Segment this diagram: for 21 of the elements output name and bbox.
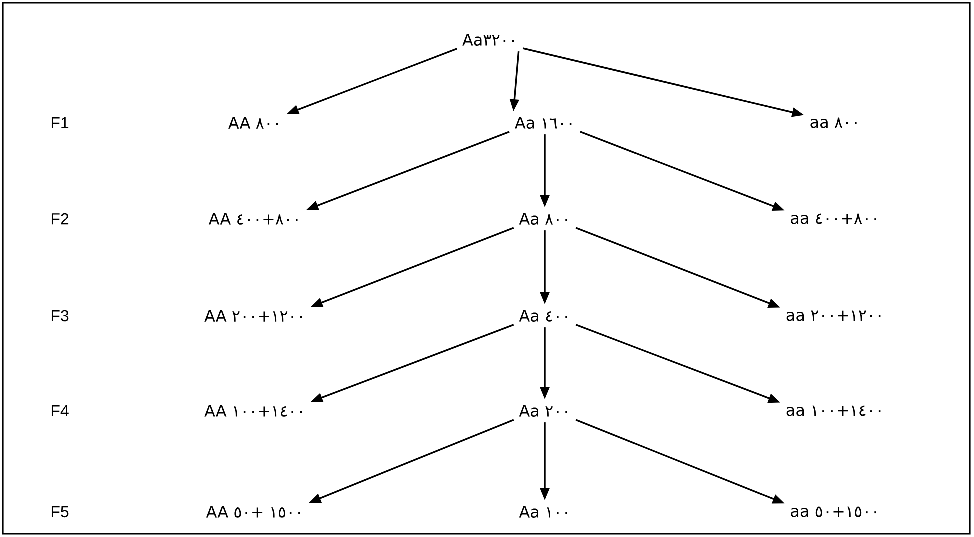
generation-label: F3 [52, 310, 69, 322]
genotype-label: Aa ١٦٠٠ [515, 117, 572, 129]
genotype-label: AA ٤٠٠+٨٠٠ [208, 213, 298, 225]
genotype-label: Aa٣٢٠٠ [462, 34, 514, 46]
genotype-label: AA ٨٠٠ [228, 117, 278, 129]
genotype-label: Aa ٤٠٠ [519, 310, 568, 322]
genotype-label: AA ٢٠٠+١٢٠٠ [204, 310, 302, 322]
genotype-label: Aa ٢٠٠ [519, 405, 568, 417]
genotype-label: aa ٨٠٠ [810, 118, 857, 128]
generation-label: F2 [52, 213, 69, 225]
genotype-label: aa ٥٠+١٥٠٠ [791, 506, 876, 518]
genotype-label: AA ٥٠+ ١٥٠٠ [206, 506, 300, 518]
generation-label: F1 [52, 118, 69, 128]
generation-label: F5 [52, 506, 69, 518]
genotype-label: aa ٤٠٠+٨٠٠ [791, 214, 876, 224]
generation-label: F4 [52, 406, 69, 416]
genotype-label: Aa ١٠٠ [519, 506, 568, 518]
genotype-label: AA ١٠٠+١٤٠٠ [204, 405, 302, 417]
genotype-label: aa ٢٠٠+١٢٠٠ [786, 310, 881, 322]
genotype-label: Aa ٨٠٠ [519, 213, 568, 225]
genotype-label: aa ١٠٠+١٤٠٠ [786, 406, 881, 416]
